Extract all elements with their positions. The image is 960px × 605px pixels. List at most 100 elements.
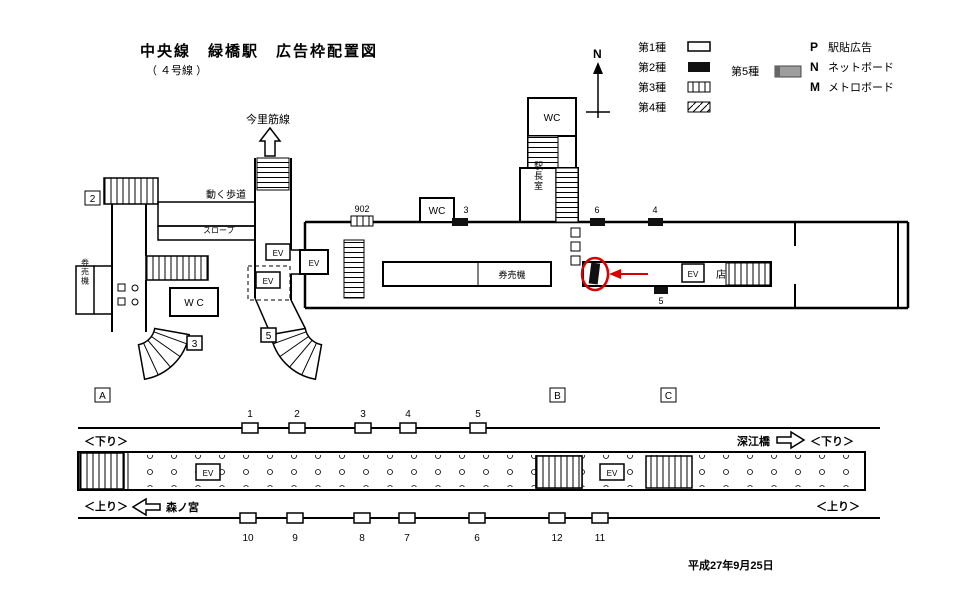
wc-left-room [169, 287, 219, 317]
platform-pos-11: 11 [595, 533, 606, 544]
legend-type1-label: 第1種 [638, 40, 666, 54]
wc-left-label: W C [184, 298, 203, 309]
platform-pos-4: 4 [405, 409, 411, 420]
north-label: N [593, 47, 602, 61]
legend: 第1種 第2種 第3種 第4種 第5種 P 駅貼広告 N ネットボード M メト… [638, 40, 894, 114]
red-arrow-head [609, 269, 621, 279]
poster-square [570, 255, 581, 266]
section-b-label: B [554, 391, 561, 402]
type3-symbol [687, 81, 711, 93]
type5-symbol-edge [775, 66, 780, 77]
pos-3-label: 3 [463, 205, 468, 215]
shop-label: 店 [716, 268, 726, 281]
station-right-label: 深江橋 [737, 434, 771, 448]
legend-n-letter: N [810, 60, 819, 74]
platform-pos-3: 3 [360, 409, 366, 420]
legend-type4-label: 第4種 [638, 100, 666, 114]
furniture-square [117, 297, 126, 306]
pos-4-mark [648, 218, 663, 226]
legend-n-label: ネットボード [828, 61, 894, 74]
platform-pos-2: 2 [294, 409, 300, 420]
pos-4-label: 4 [652, 205, 657, 215]
legend-type2-label: 第2種 [638, 60, 666, 74]
station-master-office-label: 駅長室 [533, 161, 543, 191]
section-c-label: C [665, 391, 672, 402]
poster-square [570, 241, 581, 252]
stairs-platform-mid [535, 455, 583, 489]
wc-top-room [527, 97, 577, 137]
ad-positions: 902 3 6 4 5 [350, 204, 668, 306]
north-arrow-head [593, 62, 603, 74]
stairs-exit3-fan [137, 327, 191, 381]
ticket-machines-left-label: 券売機 [81, 258, 90, 286]
type1-symbol [687, 41, 711, 52]
down-left-label: ＜下り＞ [84, 435, 128, 448]
ev-label: EV [203, 469, 214, 478]
platform-pos-12: 12 [551, 533, 563, 544]
platform-map: 1 2 3 4 5 ＜下り＞ 深江橋 ＜下り＞ EV EV ＜上り＞ 森ノ宮 ＜… [77, 409, 880, 544]
top-structure: WC 駅長室 WC [419, 97, 579, 223]
ad-frame-type2-highlighted [588, 262, 601, 285]
ev-label: EV [607, 469, 618, 478]
ad-tick [239, 512, 257, 524]
page-subtitle: （ ４号線 ） [146, 63, 207, 77]
legend-type5-label: 第5種 [731, 64, 759, 78]
ad-tick [468, 512, 486, 524]
exit2-label: 2 [90, 194, 96, 205]
up-left-label: ＜上り＞ [84, 499, 128, 513]
exit3-label: 3 [192, 339, 198, 350]
ev-label: EV [273, 249, 284, 258]
stairs-concourse-left [343, 239, 365, 299]
stairs-platform-left [79, 452, 125, 490]
ad-tick [469, 422, 487, 434]
pillar-dots [132, 455, 852, 487]
ad-tick [354, 422, 372, 434]
ev-label: EV [309, 259, 320, 268]
ev-label: EV [688, 270, 699, 279]
main-concourse: EV 券売機 EV 店 [299, 220, 910, 310]
legend-type3-label: 第3種 [638, 80, 666, 94]
legend-p-letter: P [810, 40, 818, 54]
legend-p-label: 駅貼広告 [828, 40, 872, 54]
elevator-box [599, 463, 625, 481]
stairs-concourse-right [725, 262, 771, 286]
ad-tick [286, 512, 304, 524]
platform-pos-7: 7 [404, 533, 410, 544]
furniture-square [117, 283, 126, 292]
right-arrow-icon [776, 430, 806, 450]
imazatosuji-exit: 今里筋線 EV EV 5 [246, 112, 323, 381]
stairs-platform-right [645, 455, 693, 489]
platform-pos-6: 6 [474, 533, 480, 544]
exit2-box [84, 190, 101, 206]
platform-pos-5: 5 [475, 409, 481, 420]
pos-6-mark [590, 218, 605, 226]
pos-3-mark [452, 218, 468, 226]
elevator-box [255, 271, 281, 289]
stairs-tower [527, 135, 559, 169]
highlight [580, 256, 648, 292]
down-right-label: ＜下り＞ [810, 435, 854, 448]
section-a-box [94, 387, 111, 403]
section-b-box [549, 387, 566, 403]
left-arrow-icon [131, 497, 161, 517]
station-left-label: 森ノ宮 [166, 500, 199, 514]
pos-902-label: 902 [354, 204, 369, 214]
ad-tick [288, 422, 306, 434]
page-title: 中央線 緑橋駅 広告枠配置図 [140, 42, 378, 60]
pos-5-mark [654, 287, 668, 294]
stairs-office-side [555, 167, 579, 223]
wc-mid-label: WC [429, 206, 446, 217]
slope-label: スロープ [203, 226, 235, 235]
elevator-box [299, 249, 329, 275]
furniture-circle [131, 298, 139, 306]
up-arrow-icon [258, 126, 282, 157]
ad-tick [548, 512, 566, 524]
section-markers: A B C [94, 387, 677, 403]
ticket-machine-room-left [75, 265, 95, 315]
imazatosuji-line-label: 今里筋線 [246, 112, 290, 126]
legend-m-letter: M [810, 80, 820, 94]
legend-m-label: メトロボード [828, 81, 894, 94]
wc-mid-room [419, 197, 455, 223]
wc-top-label: WC [544, 113, 561, 124]
